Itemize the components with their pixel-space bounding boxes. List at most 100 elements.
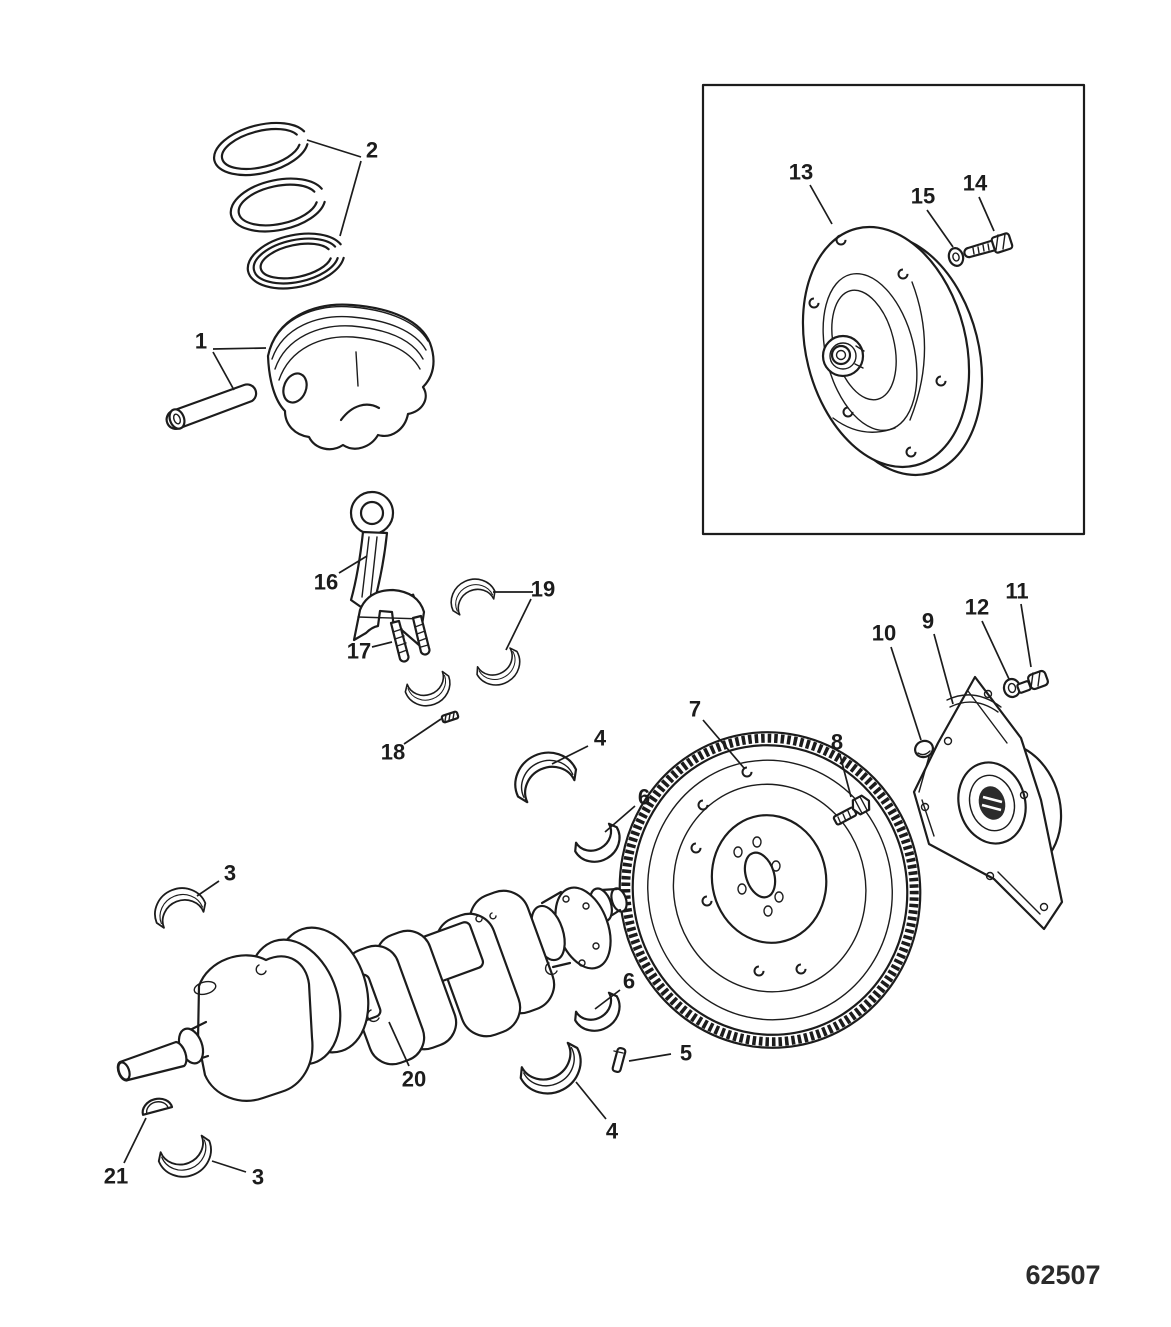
callout-label: 3 — [252, 1165, 264, 1190]
leader-line — [926, 209, 954, 248]
callout-label: 17 — [347, 639, 371, 664]
flywheel-bolt — [832, 794, 871, 826]
leader-line — [839, 754, 852, 798]
callout-10: 10 — [872, 621, 922, 741]
callout-label: 20 — [402, 1067, 426, 1092]
callout-label: 4 — [606, 1119, 619, 1144]
callout-label: 12 — [965, 595, 989, 620]
leader-line — [212, 351, 235, 391]
leader-line — [1020, 603, 1032, 668]
callout-label: 6 — [623, 969, 635, 994]
callout-20: 20 — [388, 1021, 426, 1092]
leader-line — [338, 555, 368, 574]
piston — [266, 303, 435, 451]
main-bearing-upper — [146, 879, 209, 931]
coupler-face — [801, 225, 971, 469]
leader-line — [339, 160, 362, 237]
callout-label: 1 — [195, 329, 207, 354]
callout-6: 6 — [594, 969, 635, 1010]
rod-bearing-upper — [443, 570, 499, 618]
flange-holes — [562, 895, 600, 967]
callout-label: 19 — [531, 577, 555, 602]
crown-detail — [355, 351, 359, 387]
web-details — [255, 912, 558, 1023]
housing-hub — [957, 761, 1027, 845]
callout-3: 3 — [211, 1160, 264, 1190]
rod-bolts — [389, 614, 431, 663]
pin-boss-hole — [282, 372, 308, 404]
callout-5: 5 — [628, 1041, 692, 1066]
crankshaft — [116, 886, 628, 1102]
callout-4: 4 — [575, 1081, 619, 1144]
leader-line — [604, 805, 636, 833]
piston-ring — [229, 177, 327, 233]
callout-label: 13 — [789, 160, 813, 185]
callout-9: 9 — [922, 609, 954, 705]
coupler-bolt — [963, 232, 1014, 259]
bolt-head — [1027, 669, 1049, 691]
callout-label: 5 — [680, 1041, 692, 1066]
oil-plug — [914, 739, 934, 759]
leader-line — [981, 620, 1010, 680]
callout-16: 16 — [314, 555, 368, 595]
callout-13: 13 — [789, 160, 833, 225]
wrist-pin — [165, 383, 258, 430]
connecting-rod — [349, 490, 426, 647]
leader-line — [594, 989, 621, 1010]
leader-line — [388, 1021, 410, 1067]
callout-21: 21 — [104, 1117, 147, 1189]
callout-label: 2 — [366, 138, 378, 163]
ring-grooves — [269, 305, 429, 381]
drive-coupler — [801, 225, 984, 477]
callout-label: 16 — [314, 570, 338, 595]
callout-label: 21 — [104, 1164, 128, 1189]
callout-label: 10 — [872, 621, 896, 646]
callout-2: 2 — [306, 138, 378, 237]
callout-label: 6 — [638, 785, 650, 810]
end-housing — [912, 675, 1064, 931]
leader-line — [933, 633, 954, 705]
leader-line — [628, 1053, 672, 1062]
callout-label: 7 — [689, 697, 701, 722]
leader-line — [212, 347, 267, 350]
leader-line — [890, 646, 922, 741]
leader-line — [505, 598, 532, 651]
callout-label: 14 — [963, 171, 988, 196]
callout-19: 19 — [493, 577, 555, 651]
callout-1: 1 — [195, 329, 267, 391]
leader-line — [978, 196, 995, 232]
callout-4: 4 — [551, 726, 607, 765]
drawing-number: 62507 — [1025, 1260, 1100, 1290]
thrust-washer-lower — [570, 989, 629, 1041]
thrust-bearing-lower — [515, 1038, 593, 1106]
leader-line — [123, 1117, 147, 1164]
callout-label: 3 — [224, 861, 236, 886]
coupler-washer — [947, 247, 965, 267]
callout-17: 17 — [347, 639, 393, 664]
flywheel — [618, 731, 922, 1049]
piston-ring — [212, 121, 310, 177]
rod-bearing-lower — [473, 645, 529, 695]
callout-8: 8 — [831, 730, 852, 798]
bolt-head — [851, 794, 871, 816]
coupler-hub — [821, 334, 865, 378]
callout-12: 12 — [965, 595, 1010, 680]
crank-key — [611, 1046, 627, 1074]
callout-15: 15 — [911, 184, 954, 248]
leader-line — [403, 718, 442, 745]
leader-line — [196, 880, 220, 897]
callout-11: 11 — [1005, 579, 1032, 668]
leader-line — [809, 184, 833, 225]
leader-line — [371, 641, 393, 648]
skirt-detail — [339, 403, 381, 422]
gear-teeth — [621, 733, 919, 1047]
hub-bolt-holes — [733, 836, 784, 917]
piston-ring-set — [212, 121, 346, 290]
main-bearing-lower — [154, 1132, 220, 1186]
callout-14: 14 — [963, 171, 995, 232]
oil-ring — [246, 232, 346, 290]
seal-bore — [978, 786, 1006, 820]
leader-line — [575, 1081, 607, 1120]
housing-washer — [1002, 677, 1022, 699]
